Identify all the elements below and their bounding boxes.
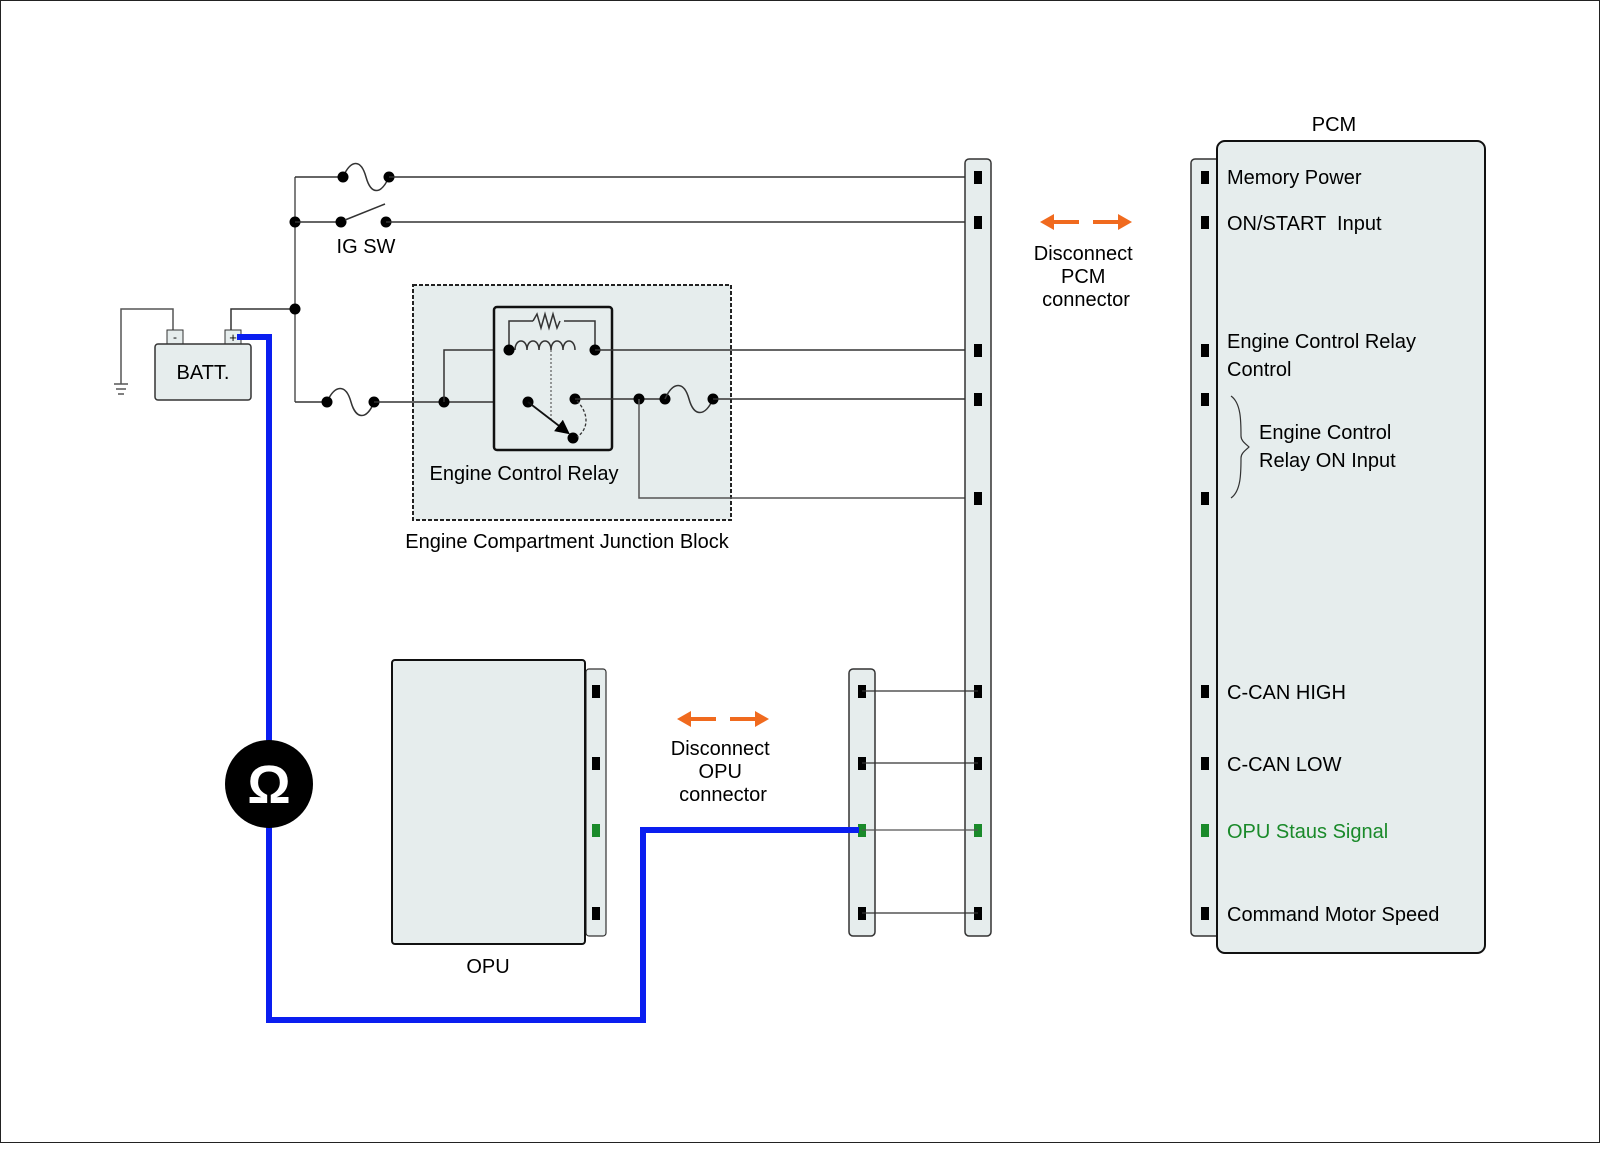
memory-power-circuit [295, 162, 979, 192]
disconnect-opu-note: Disconnect OPU connector [671, 711, 776, 806]
pcm-pin-label-1: Memory Power [1227, 167, 1362, 189]
fuse-icon [664, 384, 714, 414]
ground-icon [114, 383, 128, 395]
harness-pin [974, 171, 982, 184]
pcm-pin [1201, 824, 1209, 837]
power-bus [289, 177, 301, 402]
battery-neg-label: - [173, 330, 177, 344]
engine-control-relay: Engine Control Relay [430, 305, 619, 485]
ohmmeter-test-leads: Ω [225, 334, 859, 1023]
fuse-icon [342, 162, 390, 192]
disconnect-pcm-label: Disconnect PCM connector [1034, 243, 1139, 311]
pcm-pin [1201, 171, 1209, 184]
disconnect-pcm-note: Disconnect PCM connector [1034, 214, 1139, 311]
harness-pin [974, 344, 982, 357]
opu-label: OPU [466, 956, 509, 978]
can-wires [862, 690, 978, 914]
battery-pos-wire [230, 308, 295, 330]
opu-pin [592, 685, 600, 698]
relay-label: Engine Control Relay [430, 463, 619, 485]
pcm-harness-connector[interactable] [964, 158, 992, 937]
ground-wire [120, 308, 174, 384]
battery-label: BATT. [177, 362, 230, 384]
pcm-pin-label-7: OPU Staus Signal [1227, 821, 1388, 843]
relay-output-circuit [575, 349, 979, 499]
fuse-icon [326, 387, 375, 417]
junction-block-label: Engine Compartment Junction Block [405, 531, 729, 553]
pcm-pin-label-2: ON/START Input [1227, 213, 1382, 235]
disconnect-opu-label: Disconnect OPU connector [671, 738, 776, 806]
pcm-body [1216, 140, 1486, 954]
harness-pin [974, 216, 982, 229]
switch-icon [344, 203, 386, 221]
battery: - + BATT. [114, 308, 295, 401]
pcm-pin [1201, 344, 1209, 357]
harness-pin [974, 492, 982, 505]
opu-pin [592, 907, 600, 920]
pcm-pin-label-6: C-CAN LOW [1227, 754, 1342, 776]
opu-body [391, 659, 586, 945]
opu-connector[interactable] [585, 668, 607, 937]
harness-pin [974, 393, 982, 406]
opu-module: OPU [391, 659, 607, 978]
resistor-icon [532, 311, 561, 331]
opu-pin [592, 824, 600, 837]
ig-switch-label: IG SW [337, 236, 396, 258]
pcm-pin [1201, 907, 1209, 920]
brace-icon [1230, 395, 1250, 499]
pcm-pin-label-5: C-CAN HIGH [1227, 682, 1346, 704]
pcm-pin [1201, 685, 1209, 698]
ig-switch-circuit: IG SW [295, 203, 979, 258]
battery-pos-label: + [229, 330, 237, 345]
pcm-module: PCM Memory Power ON/START Input Engine C… [1190, 114, 1486, 954]
test-lead-wire [237, 334, 859, 1023]
pcm-pin [1201, 393, 1209, 406]
coil-icon [514, 340, 576, 351]
pcm-title: PCM [1312, 114, 1356, 136]
opu-pin [592, 757, 600, 770]
pcm-pin-label-8: Command Motor Speed [1227, 904, 1439, 926]
opu-harness-connector[interactable] [848, 668, 876, 937]
relay-contact-arm [527, 401, 570, 435]
pcm-pin [1201, 757, 1209, 770]
relay-box [492, 305, 614, 452]
ohmmeter-icon[interactable] [225, 740, 313, 828]
battery-body [154, 343, 252, 401]
pcm-pin [1201, 492, 1209, 505]
pcm-pin [1201, 216, 1209, 229]
ohm-symbol: Ω [247, 755, 290, 815]
disconnect-arrows-icon [1040, 214, 1132, 230]
disconnect-arrows-icon [677, 711, 769, 727]
